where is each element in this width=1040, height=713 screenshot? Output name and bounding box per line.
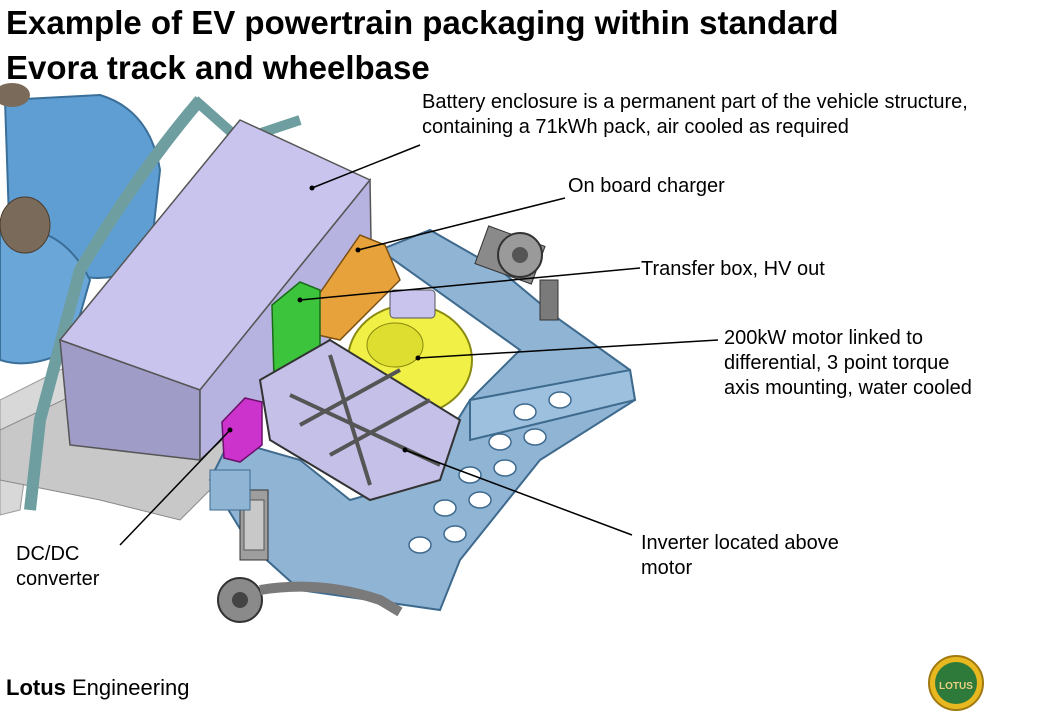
lotus-logo-text: LOTUS <box>939 681 973 692</box>
frame-tube <box>24 96 205 511</box>
rear-suspension-left <box>209 469 403 623</box>
title-line-1: Example of EV powertrain packaging withi… <box>6 4 839 41</box>
motor-cap <box>366 322 424 368</box>
motor-mount <box>389 289 436 319</box>
callout-dcdc: DC/DC converter <box>16 543 100 590</box>
footer-brand: Lotus Engineering <box>6 675 189 701</box>
callout-battery: Battery enclosure is a permanent part of… <box>422 91 968 138</box>
brand-rest: Engineering <box>65 675 190 700</box>
callout-charger: On board charger <box>568 175 725 197</box>
subframe-holes <box>408 391 572 554</box>
callout-leaders <box>119 144 719 546</box>
inverter-tray <box>258 338 462 502</box>
callout-transfer: Transfer box, HV out <box>641 258 825 280</box>
headrest-shape <box>0 196 51 254</box>
callout-motor: 200kW motor linked to differential, 3 po… <box>724 327 972 399</box>
callout-inverter: Inverter located above motor <box>641 532 839 579</box>
callout-dots <box>227 185 421 453</box>
brand-bold: Lotus <box>6 675 66 700</box>
page-title: Example of EV powertrain packaging withi… <box>6 0 1006 90</box>
headrest-shape-2 <box>0 83 30 107</box>
lotus-logo: LOTUS <box>928 655 984 711</box>
rear-suspension-right <box>474 225 559 321</box>
title-line-2: Evora track and wheelbase <box>6 49 430 86</box>
dcdc-block <box>221 397 263 463</box>
